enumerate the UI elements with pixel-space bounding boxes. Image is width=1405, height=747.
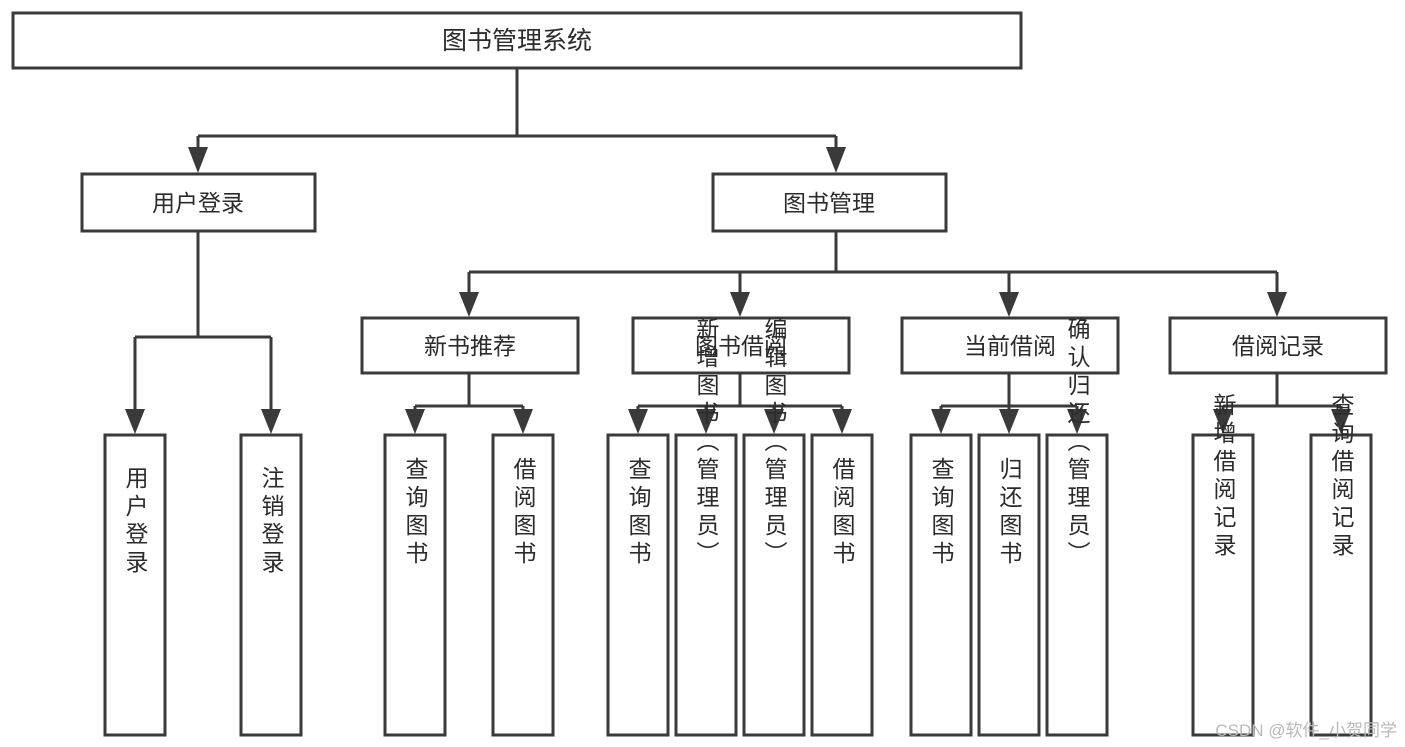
node-leaf-edit-book[interactable]: 编辑图书（管理员） (742, 317, 806, 737)
node-leaf-query-book-2[interactable]: 查询图书 (606, 433, 670, 737)
arrow-head-icon (628, 409, 648, 434)
node-current-borrow[interactable]: 当前借阅 (900, 316, 1120, 375)
node-leaf-borrow-book-1-label: 借阅图书 (510, 457, 537, 569)
connector-currentborrow-to-leaves (931, 373, 1087, 434)
arrow-head-icon (405, 409, 425, 434)
node-leaf-user-login-box[interactable] (103, 433, 167, 737)
arrow-head-icon (1213, 409, 1233, 434)
arrow-head-icon (931, 409, 951, 434)
node-leaf-add-borrow-record-box[interactable] (1191, 433, 1255, 737)
node-current-borrow-box[interactable] (900, 316, 1120, 375)
node-leaf-logout[interactable]: 注销登录 (239, 433, 303, 737)
node-leaf-borrow-book-1[interactable]: 借阅图书 (491, 433, 555, 737)
node-leaf-user-login-label: 用户登录 (122, 466, 149, 578)
node-leaf-query-book-3-box[interactable] (909, 433, 973, 737)
node-leaf-borrow-book-2[interactable]: 借阅图书 (810, 433, 874, 737)
node-book-borrow[interactable]: 图书借阅 (631, 316, 851, 375)
arrow-head-icon (188, 147, 208, 173)
node-root-label: 图书管理系统 (442, 27, 592, 55)
node-root-box[interactable] (11, 11, 1023, 70)
node-leaf-borrow-book-2-label: 借阅图书 (829, 457, 856, 569)
node-leaf-query-book-2-label: 查询图书 (625, 457, 652, 569)
connector-borrowrecord-to-leaves (1213, 373, 1351, 434)
node-borrow-record[interactable]: 借阅记录 (1168, 316, 1388, 375)
node-leaf-query-book-1[interactable]: 查询图书 (383, 433, 447, 737)
arrow-head-icon (764, 409, 784, 434)
node-leaf-logout-label: 注销登录 (258, 466, 285, 578)
arrow-head-icon (459, 292, 479, 317)
arrow-head-icon (999, 409, 1019, 434)
node-user-login[interactable]: 用户登录 (80, 172, 317, 233)
node-leaf-edit-book-label: 编辑图书（管理员） (761, 317, 788, 569)
connector-newbook-to-leaves (405, 373, 533, 434)
node-borrow-record-label: 借阅记录 (1232, 333, 1324, 359)
connector-bookmgmt-to-level3 (459, 231, 1287, 317)
node-user-login-label: 用户登录 (152, 190, 244, 216)
node-leaf-add-book-label: 新增图书（管理员） (693, 317, 720, 569)
node-book-borrow-box[interactable] (631, 316, 851, 375)
node-user-login-box[interactable] (80, 172, 317, 233)
node-leaf-query-book-2-box[interactable] (606, 433, 670, 737)
node-leaf-borrow-book-2-box[interactable] (810, 433, 874, 737)
arrow-head-icon (832, 409, 852, 434)
node-leaf-query-book-3-label: 查询图书 (928, 457, 955, 569)
node-leaf-edit-book-box[interactable] (742, 433, 806, 737)
node-leaf-query-book-3[interactable]: 查询图书 (909, 433, 973, 737)
node-leaf-confirm-return-box[interactable] (1045, 433, 1109, 737)
arrow-head-icon (826, 147, 846, 173)
node-root[interactable]: 图书管理系统 (11, 11, 1023, 70)
node-leaf-query-borrow-record-box[interactable] (1309, 433, 1373, 737)
node-leaf-query-book-1-box[interactable] (383, 433, 447, 737)
arrow-head-icon (261, 409, 281, 434)
node-leaf-confirm-return-label: 确认归还（管理员） (1064, 317, 1091, 569)
node-leaf-query-borrow-record[interactable]: 查询借阅记录 (1309, 393, 1373, 737)
node-book-management-label: 图书管理 (783, 190, 875, 216)
node-leaf-add-book-box[interactable] (674, 433, 738, 737)
node-new-book-recommend-box[interactable] (360, 316, 580, 375)
arrow-head-icon (999, 292, 1019, 317)
node-leaf-borrow-book-1-box[interactable] (491, 433, 555, 737)
node-leaf-return-book-label: 归还图书 (996, 457, 1023, 569)
node-leaf-confirm-return[interactable]: 确认归还（管理员） (1045, 317, 1109, 737)
node-leaf-query-borrow-record-label: 查询借阅记录 (1328, 393, 1355, 561)
node-book-management[interactable]: 图书管理 (711, 172, 948, 233)
arrow-head-icon (696, 409, 716, 434)
node-leaf-add-borrow-record-label: 新增借阅记录 (1210, 393, 1237, 561)
connector-root-to-level2 (188, 68, 846, 173)
node-leaf-add-book[interactable]: 新增图书（管理员） (674, 317, 738, 737)
csdn-watermark: CSDN @软件_小贺同学 (1215, 721, 1397, 740)
node-leaf-query-book-1-label: 查询图书 (402, 457, 429, 569)
arrow-head-icon (1067, 409, 1087, 434)
node-leaf-add-borrow-record[interactable]: 新增借阅记录 (1191, 393, 1255, 737)
node-new-book-recommend-label: 新书推荐 (424, 333, 516, 359)
node-current-borrow-label: 当前借阅 (964, 333, 1056, 359)
arrow-head-icon (1267, 292, 1287, 317)
connector-userlogin-to-leaves (125, 231, 281, 434)
node-leaf-return-book-box[interactable] (977, 433, 1041, 737)
node-book-borrow-label: 图书借阅 (695, 333, 787, 359)
node-leaf-return-book[interactable]: 归还图书 (977, 433, 1041, 737)
arrow-head-icon (730, 292, 750, 317)
node-leaf-user-login[interactable]: 用户登录 (103, 433, 167, 737)
node-new-book-recommend[interactable]: 新书推荐 (360, 316, 580, 375)
arrow-head-icon (125, 409, 145, 434)
arrow-head-icon (513, 409, 533, 434)
node-book-management-box[interactable] (711, 172, 948, 233)
node-leaf-logout-box[interactable] (239, 433, 303, 737)
node-borrow-record-box[interactable] (1168, 316, 1388, 375)
connector-bookborrow-to-leaves (628, 373, 852, 434)
arrow-head-icon (1331, 409, 1351, 434)
